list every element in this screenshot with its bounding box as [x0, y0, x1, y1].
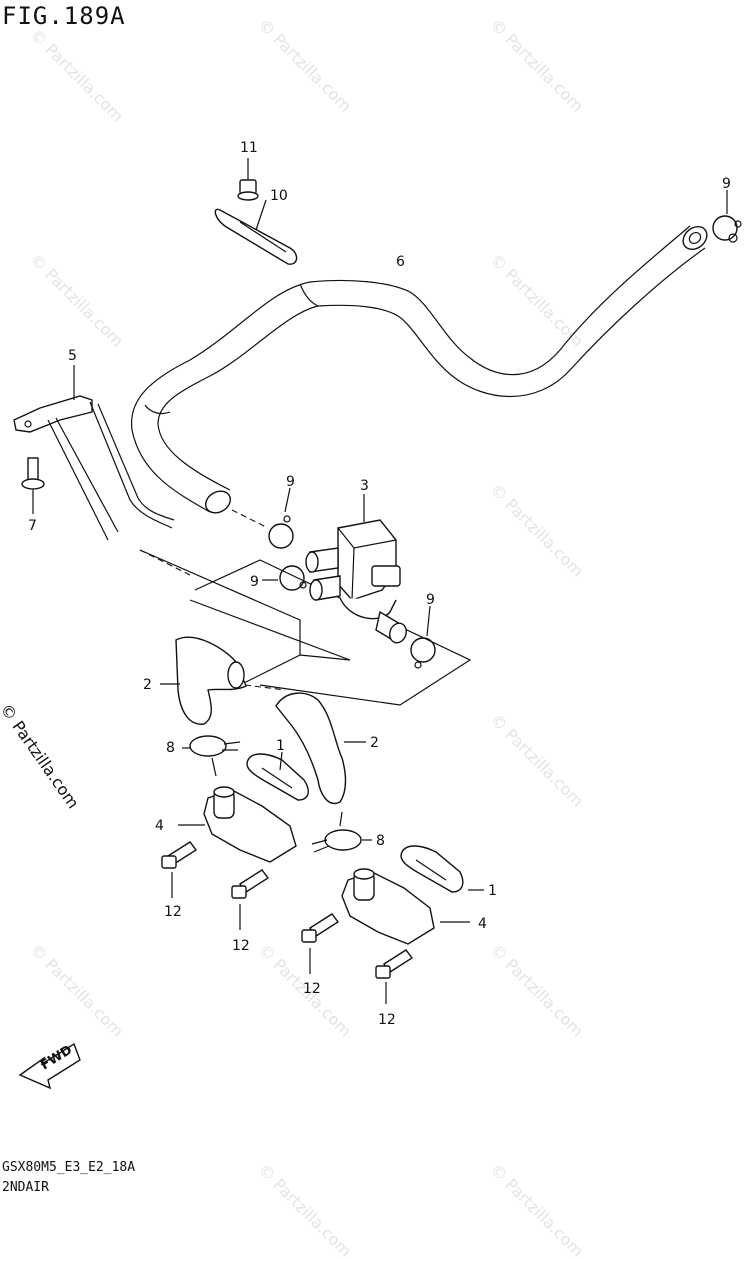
part-4-cover-b[interactable]: [341, 868, 470, 945]
callout-7: 7: [28, 518, 37, 534]
callout-11: 11: [240, 140, 258, 156]
part-9-clip-top[interactable]: [712, 190, 742, 243]
callout-12: 12: [303, 981, 321, 997]
part-2-hose-right[interactable]: [275, 692, 366, 805]
part-9-clip-c[interactable]: [410, 605, 436, 669]
callout-6: 6: [396, 254, 405, 270]
part-3-valve[interactable]: [305, 494, 409, 645]
callout-1: 1: [488, 883, 497, 899]
callout-8: 8: [166, 740, 175, 756]
part-12-bolt-a[interactable]: [161, 841, 198, 898]
part-9-clip-a[interactable]: [268, 487, 294, 549]
callout-10: 10: [270, 188, 288, 204]
part-12-bolt-d[interactable]: [375, 949, 414, 1004]
part-1-gasket-b[interactable]: [400, 845, 484, 893]
callout-8: 8: [376, 833, 385, 849]
callout-1: 1: [276, 738, 285, 754]
callout-9: 9: [286, 474, 295, 490]
footer-code: GSX80M5_E3_E2_18A: [2, 1160, 136, 1175]
callout-12: 12: [164, 904, 182, 920]
callout-5: 5: [68, 348, 77, 364]
callout-12: 12: [378, 1012, 396, 1028]
part-1-gasket-a[interactable]: [246, 751, 309, 801]
fwd-arrow-icon: FWD: [18, 1043, 81, 1090]
part-12-bolt-b[interactable]: [231, 869, 270, 930]
part-8-clamp-b[interactable]: [311, 811, 372, 853]
callout-9: 9: [722, 176, 731, 192]
figure-title: FIG.189A: [2, 2, 126, 30]
part-6-hose[interactable]: [130, 222, 712, 517]
callout-2: 2: [370, 735, 379, 751]
callout-2: 2: [143, 677, 152, 693]
callout-9: 9: [250, 574, 259, 590]
part-10-clamp[interactable]: [214, 199, 298, 265]
part-4-cover-a[interactable]: [178, 786, 297, 863]
part-5-bracket[interactable]: [13, 365, 175, 541]
part-11-bolt[interactable]: [237, 158, 259, 201]
callout-4: 4: [478, 916, 487, 932]
callout-4: 4: [155, 818, 164, 834]
part-7-bolt[interactable]: [21, 457, 45, 514]
part-8-clamp-a[interactable]: [182, 735, 241, 777]
diagram-svg: FWD 11 10 9 6 5 7 9 3 9 9 2 2 8 1 4 8 12…: [13, 140, 742, 1090]
part-9-clip-b[interactable]: [262, 565, 307, 591]
callout-9: 9: [426, 592, 435, 608]
part-12-bolt-c[interactable]: [301, 913, 340, 974]
callout-12: 12: [232, 938, 250, 954]
part-2-hose-left[interactable]: [160, 636, 247, 725]
callout-3: 3: [360, 478, 369, 494]
footer-subtitle: 2NDAIR: [2, 1180, 49, 1195]
